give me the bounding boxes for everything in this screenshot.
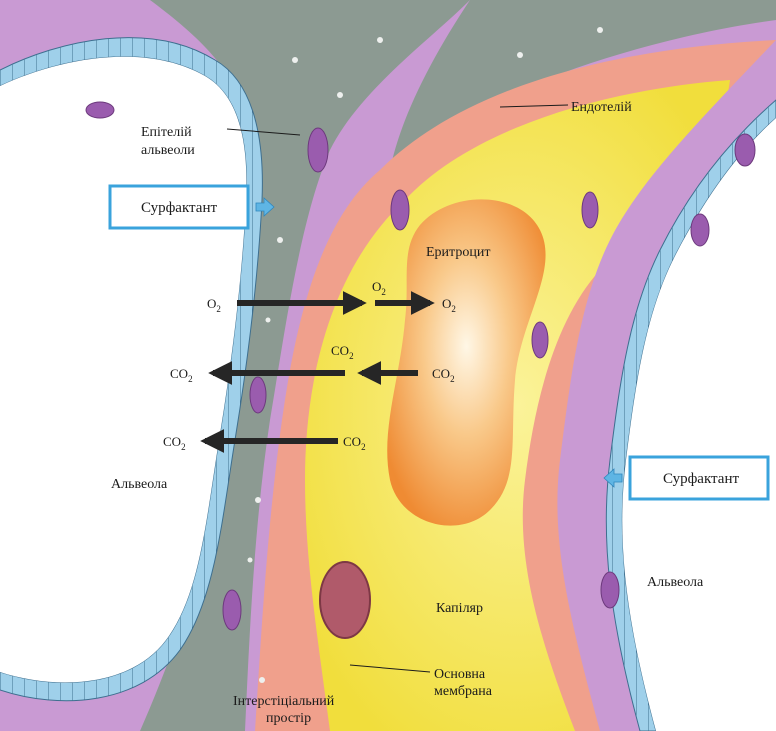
surfactant-right: Сурфактант: [604, 457, 768, 499]
capillary-label: Капіляр: [436, 601, 483, 616]
endothelium-label: Ендотелій: [571, 100, 632, 115]
alveola-right-label: Альвеола: [647, 575, 704, 590]
basement-membrane-label-1: Основна: [434, 667, 486, 682]
surfactant-left: Сурфактант: [110, 186, 274, 228]
surfactant-left-label: Сурфактант: [141, 200, 218, 216]
epithelium-label-1: Епітелій: [141, 125, 192, 140]
endothelial-nucleus: [320, 562, 370, 638]
basement-membrane-label-2: мембрана: [434, 684, 493, 699]
surfactant-right-label: Сурфактант: [663, 471, 740, 487]
erythrocyte-label: Еритроцит: [426, 245, 490, 260]
interstitial-label-2: простір: [266, 711, 311, 726]
interstitial-label-1: Інтерстіціальний: [233, 694, 335, 709]
epithelium-label-2: альвеоли: [141, 143, 195, 158]
alveola-left-label: Альвеола: [111, 477, 168, 492]
